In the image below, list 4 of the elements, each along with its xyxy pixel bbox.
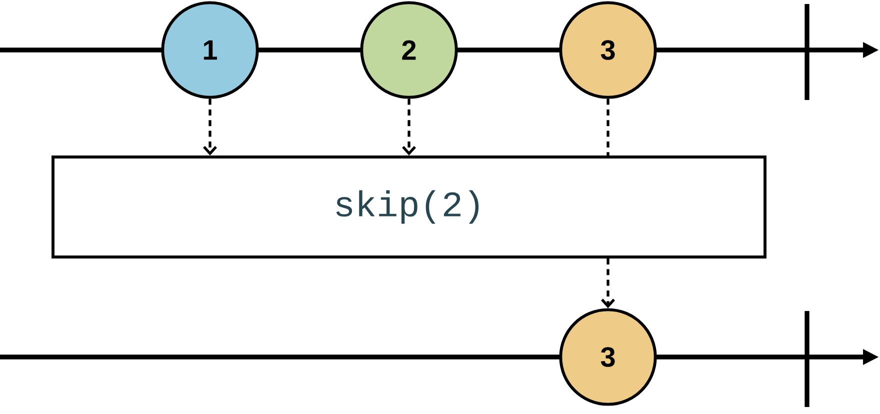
dashed-arrow — [402, 98, 416, 156]
operator-box: skip(2) — [52, 156, 766, 258]
dashed-arrow — [601, 258, 615, 308]
dashed-arrow — [203, 98, 217, 156]
